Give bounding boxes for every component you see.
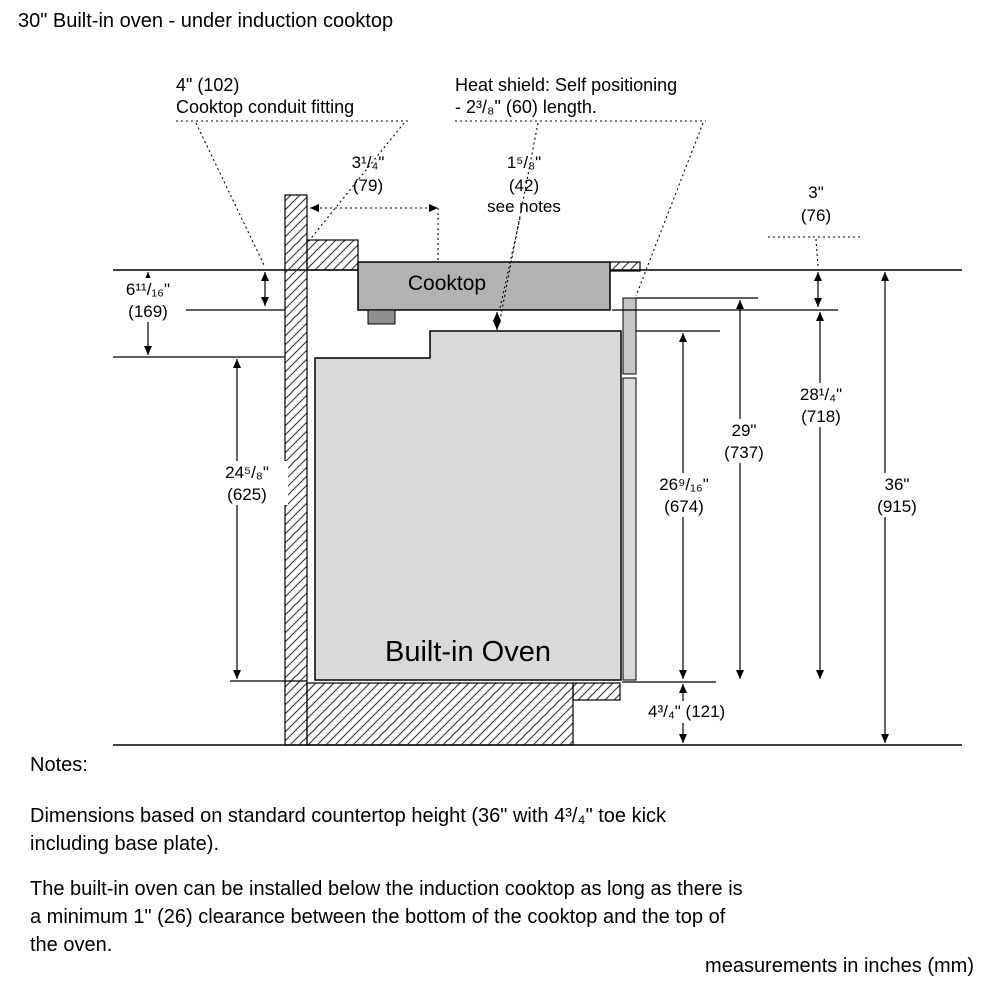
dim-niche-height-in: 29" xyxy=(732,421,757,440)
cooktop-box xyxy=(357,261,611,311)
countertop-section-right xyxy=(609,261,641,272)
conduit-callout-line1: 4" (102) xyxy=(176,75,239,95)
dim-gap-mm: (42) xyxy=(509,176,539,195)
dim-min-height-in: 28¹/₄" xyxy=(800,385,842,404)
text-masks xyxy=(110,278,934,723)
units-note: measurements in inches (mm) xyxy=(705,955,974,977)
note2-line2: a minimum 1" (26) clearance between the … xyxy=(30,906,726,928)
installation-diagram: Cooktop Built-in Oven 4" (102) Cooktop c… xyxy=(110,75,962,746)
overhang-leader xyxy=(815,238,819,268)
heat-shield-callout-line1: Heat shield: Self positioning xyxy=(455,75,677,95)
dimension-lines xyxy=(144,272,889,743)
toe-kick-step xyxy=(572,682,621,701)
conduit-fitting-box xyxy=(367,309,396,325)
conduit-leader-right xyxy=(307,122,405,243)
dim-wall-to-fitting-in: 3¹/₄" xyxy=(352,153,385,172)
note2-line1: The built-in oven can be installed below… xyxy=(30,878,743,900)
dim-oven-height-in: 26⁹/₁₆" xyxy=(659,475,709,494)
note2-line3: the oven. xyxy=(30,934,113,956)
dim-oven-height-mm: (674) xyxy=(664,497,704,516)
dim-counter-to-cutout-in: 6¹¹/₁₆" xyxy=(126,280,170,299)
dim-counter-to-cutout-mm: (169) xyxy=(128,302,168,321)
heat-shield-leader-left xyxy=(499,122,539,321)
note1-line2: including base plate). xyxy=(30,833,220,855)
dim-niche-height-mm: (737) xyxy=(724,443,764,462)
cooktop-label: Cooktop xyxy=(408,272,486,295)
oven-label: Built-in Oven xyxy=(385,636,551,668)
countertop-section-left xyxy=(306,239,359,271)
page-title: 30" Built-in oven - under induction cook… xyxy=(18,10,394,32)
dim-overhang-in: 3" xyxy=(808,183,824,202)
dim-overhang-mm: (76) xyxy=(801,206,831,225)
notes-heading: Notes: xyxy=(30,754,88,776)
gap-leader xyxy=(499,217,521,309)
oven-door-trim xyxy=(622,377,637,681)
dim-cutout-height-mm: (625) xyxy=(227,485,267,504)
note1-line1: Dimensions based on standard countertop … xyxy=(30,805,667,827)
diagram-labels: Cooktop Built-in Oven 4" (102) Cooktop c… xyxy=(126,75,917,721)
heat-shield-leader-right xyxy=(635,122,704,297)
conduit-leader-left xyxy=(195,122,265,266)
dim-gap-in: 1⁵/₈" xyxy=(507,153,541,172)
dim-cutout-height-in: 24⁵/₈" xyxy=(225,463,269,482)
dim-min-height-mm: (718) xyxy=(801,407,841,426)
oven-body xyxy=(314,330,622,681)
dim-wall-to-fitting-mm: (79) xyxy=(353,176,383,195)
toe-kick-base xyxy=(306,682,574,746)
structure xyxy=(113,194,962,746)
conduit-callout-line2: Cooktop conduit fitting xyxy=(176,97,354,117)
dim-gap-note: see notes xyxy=(487,197,561,216)
heat-shield-callout-line2: - 2³/₈" (60) length. xyxy=(455,97,597,117)
dim-countertop-height-in: 36" xyxy=(885,475,910,494)
dim-countertop-height-mm: (915) xyxy=(877,497,917,516)
heat-shield xyxy=(622,297,637,375)
wall-section xyxy=(284,194,308,746)
leader-lines xyxy=(176,120,863,321)
dim-toe-kick-label: 4³/₄" (121) xyxy=(648,702,725,721)
